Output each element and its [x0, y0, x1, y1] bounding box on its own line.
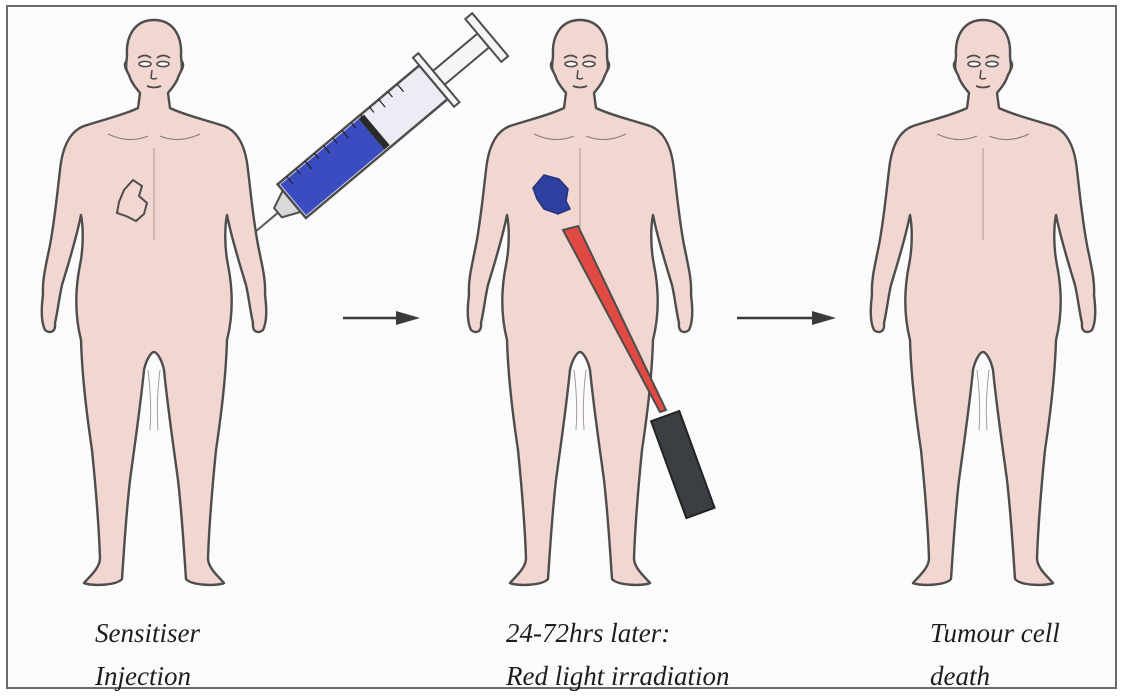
human-figure-2	[468, 20, 693, 585]
syringe-icon	[234, 10, 510, 256]
laser-icon	[651, 411, 714, 518]
arrow-right-2	[737, 311, 836, 325]
human-figure-1	[42, 20, 267, 585]
caption-stage-2-line-2: Red light irradiation	[506, 655, 730, 698]
caption-stage-3-line-1: Tumour cell	[930, 612, 1060, 655]
caption-stage-3: Tumour cell death	[930, 612, 1060, 698]
caption-stage-2-line-1: 24-72hrs later:	[506, 612, 730, 655]
caption-stage-1: Sensitiser Injection	[95, 612, 200, 698]
caption-stage-3-line-2: death	[930, 655, 1060, 698]
arrow-right-1	[343, 311, 420, 325]
caption-stage-1-line-1: Sensitiser	[95, 612, 200, 655]
caption-stage-1-line-2: Injection	[95, 655, 200, 698]
caption-stage-2: 24-72hrs later: Red light irradiation	[506, 612, 730, 698]
human-figure-3	[871, 20, 1096, 585]
